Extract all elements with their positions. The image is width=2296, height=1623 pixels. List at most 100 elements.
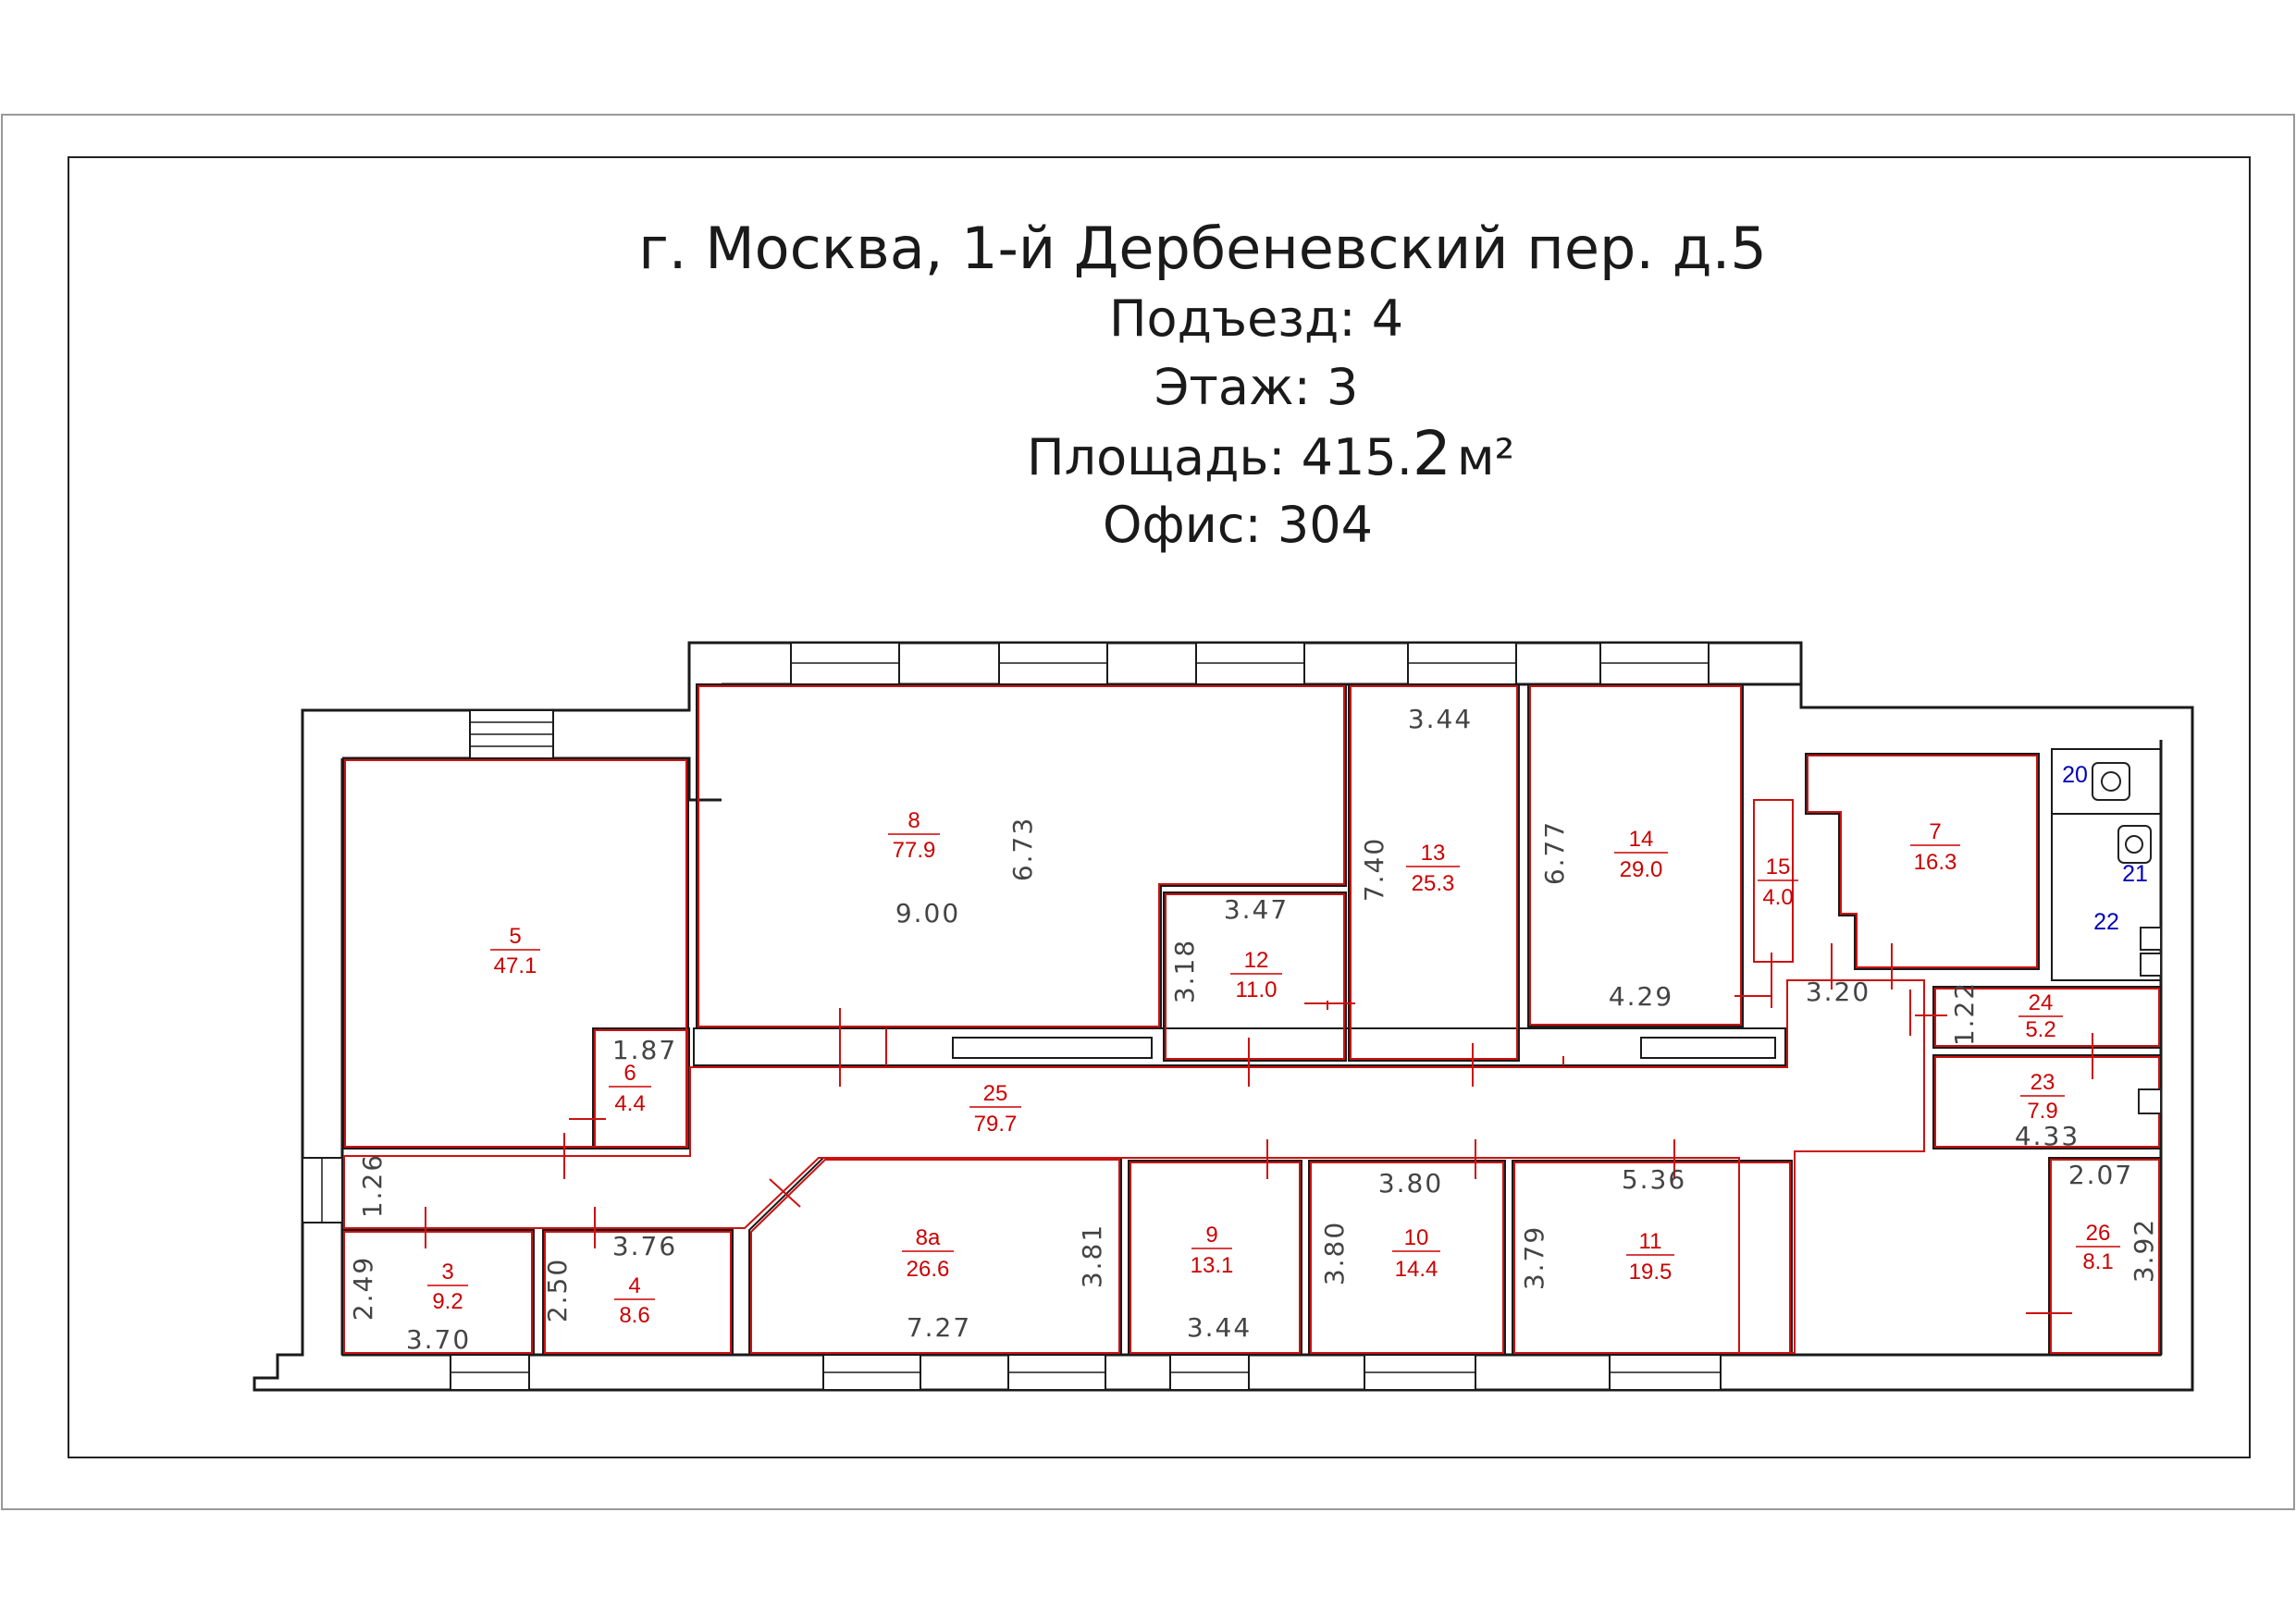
room-13-label: 13 25.3 — [1406, 841, 1460, 896]
sink-icon-3 — [2138, 1088, 2162, 1114]
svg-text:4: 4 — [628, 1273, 640, 1298]
dim-2-50: 2.50 — [542, 1258, 573, 1322]
area-value-big: 2 — [1413, 418, 1451, 489]
dim-1-87: 1.87 — [612, 1035, 677, 1065]
dim-9-00: 9.00 — [895, 898, 960, 928]
room-4-label: 48.6 — [614, 1273, 655, 1328]
svg-text:6: 6 — [623, 1061, 636, 1086]
room-24-label: 245.2 — [2018, 990, 2063, 1042]
entrance-label: Подъезд: 4 — [1109, 289, 1403, 348]
svg-text:5.2: 5.2 — [2025, 1017, 2055, 1042]
dim-3-44-bottom: 3.44 — [1187, 1312, 1252, 1343]
svg-text:3: 3 — [441, 1260, 453, 1285]
room-9-label: 913.1 — [1191, 1223, 1234, 1278]
svg-text:26.6: 26.6 — [907, 1257, 950, 1282]
svg-text:77.9: 77.9 — [893, 838, 936, 863]
room-outlines — [343, 685, 2160, 1354]
area-value: Площадь: 415. — [1027, 428, 1413, 486]
room-8-label: 877.9 — [888, 808, 940, 863]
room-7-label: 716.3 — [1910, 819, 1960, 875]
office-label: Офис: 304 — [1103, 496, 1373, 554]
svg-text:25: 25 — [983, 1081, 1008, 1106]
room-10-label: 10 14.4 — [1392, 1225, 1440, 1282]
svg-text:14.4: 14.4 — [1395, 1257, 1438, 1282]
dim-1-22: 1.22 — [1949, 981, 1980, 1046]
svg-text:9.2: 9.2 — [432, 1289, 463, 1314]
dim-1-26: 1.26 — [357, 1153, 388, 1218]
room-5-label: 547.1 — [490, 924, 540, 978]
svg-text:10: 10 — [1404, 1225, 1429, 1250]
svg-text:8.6: 8.6 — [619, 1303, 649, 1328]
svg-text:7: 7 — [1929, 819, 1941, 844]
outer-frame — [1, 114, 2295, 1510]
svg-text:7.9: 7.9 — [2027, 1099, 2057, 1124]
partitions — [341, 683, 2162, 1356]
dim-4-29: 4.29 — [1609, 981, 1673, 1012]
room-26-label: 268.1 — [2076, 1221, 2120, 1274]
svg-text:23: 23 — [2031, 1070, 2055, 1095]
windows — [302, 642, 1722, 1391]
door-marks — [425, 943, 2093, 1314]
dim-3-76: 3.76 — [612, 1231, 677, 1261]
floor-label: Этаж: 3 — [1154, 358, 1359, 416]
svg-text:8: 8 — [907, 808, 920, 833]
room-23-label: 237.9 — [2020, 1070, 2065, 1124]
room-8a-label: 8а 26.6 — [902, 1225, 954, 1282]
svg-text:11: 11 — [1639, 1229, 1662, 1254]
dim-7-27: 7.27 — [907, 1312, 971, 1343]
svg-text:16.3: 16.3 — [1914, 850, 1957, 875]
svg-text:19.5: 19.5 — [1629, 1260, 1673, 1285]
svg-text:15: 15 — [1766, 855, 1791, 879]
room-22-label: 22 — [2093, 909, 2119, 935]
svg-text:12: 12 — [1244, 948, 1269, 973]
room-11-label: 11 19.5 — [1626, 1229, 1674, 1285]
svg-text:8а: 8а — [916, 1225, 941, 1250]
svg-text:25.3: 25.3 — [1412, 871, 1455, 896]
room-12-label: 12 11.0 — [1230, 948, 1282, 1002]
address-title: г. Москва, 1-й Дербеневский пер. д.5 — [638, 215, 1767, 282]
svg-text:13: 13 — [1421, 841, 1446, 866]
room-20-label: 20 — [2062, 762, 2088, 788]
dim-7-40: 7.40 — [1359, 837, 1389, 902]
dim-3-47: 3.47 — [1224, 894, 1289, 925]
room-25-label: 25 79.7 — [969, 1081, 1021, 1137]
room-21-label: 21 — [2122, 861, 2148, 887]
sanitary-labels: 20 21 22 — [2062, 762, 2148, 935]
dim-3-92: 3.92 — [2129, 1218, 2159, 1283]
dim-2-07: 2.07 — [2068, 1160, 2133, 1190]
sanitary-fixtures — [2092, 762, 2162, 1114]
dim-6-73: 6.73 — [1007, 817, 1038, 881]
svg-text:4.0: 4.0 — [1762, 885, 1793, 910]
dim-3-79: 3.79 — [1519, 1225, 1549, 1290]
area-unit: м² — [1457, 428, 1514, 486]
room-14-label: 14 29.0 — [1614, 827, 1668, 882]
svg-text:4.4: 4.4 — [614, 1091, 645, 1116]
dim-3-44-top: 3.44 — [1408, 704, 1473, 734]
dim-3-80-horizontal: 3.80 — [1378, 1168, 1443, 1199]
dim-2-49: 2.49 — [348, 1256, 378, 1321]
dim-3-81: 3.81 — [1077, 1223, 1107, 1288]
inner-frame — [68, 156, 2251, 1458]
room-3-label: 39.2 — [427, 1260, 468, 1314]
svg-text:26: 26 — [2086, 1221, 2111, 1246]
svg-text:5: 5 — [509, 924, 521, 949]
svg-text:47.1: 47.1 — [494, 953, 537, 978]
sink-icon — [2140, 927, 2162, 951]
svg-text:14: 14 — [1629, 827, 1654, 852]
dim-3-20: 3.20 — [1806, 977, 1870, 1007]
dim-6-77: 6.77 — [1539, 820, 1570, 885]
dim-3-70: 3.70 — [406, 1324, 471, 1355]
dim-3-18: 3.18 — [1169, 939, 1200, 1003]
room-6-label: 64.4 — [609, 1061, 651, 1116]
svg-text:9: 9 — [1205, 1223, 1217, 1248]
svg-text:79.7: 79.7 — [974, 1112, 1018, 1137]
room-15-label: 154.0 — [1758, 855, 1798, 910]
svg-text:29.0: 29.0 — [1620, 857, 1663, 882]
sink-icon-2 — [2140, 953, 2162, 977]
dim-5-36: 5.36 — [1622, 1164, 1686, 1195]
svg-text:11.0: 11.0 — [1236, 977, 1278, 1002]
svg-text:8.1: 8.1 — [2082, 1249, 2113, 1274]
svg-text:13.1: 13.1 — [1191, 1253, 1234, 1278]
